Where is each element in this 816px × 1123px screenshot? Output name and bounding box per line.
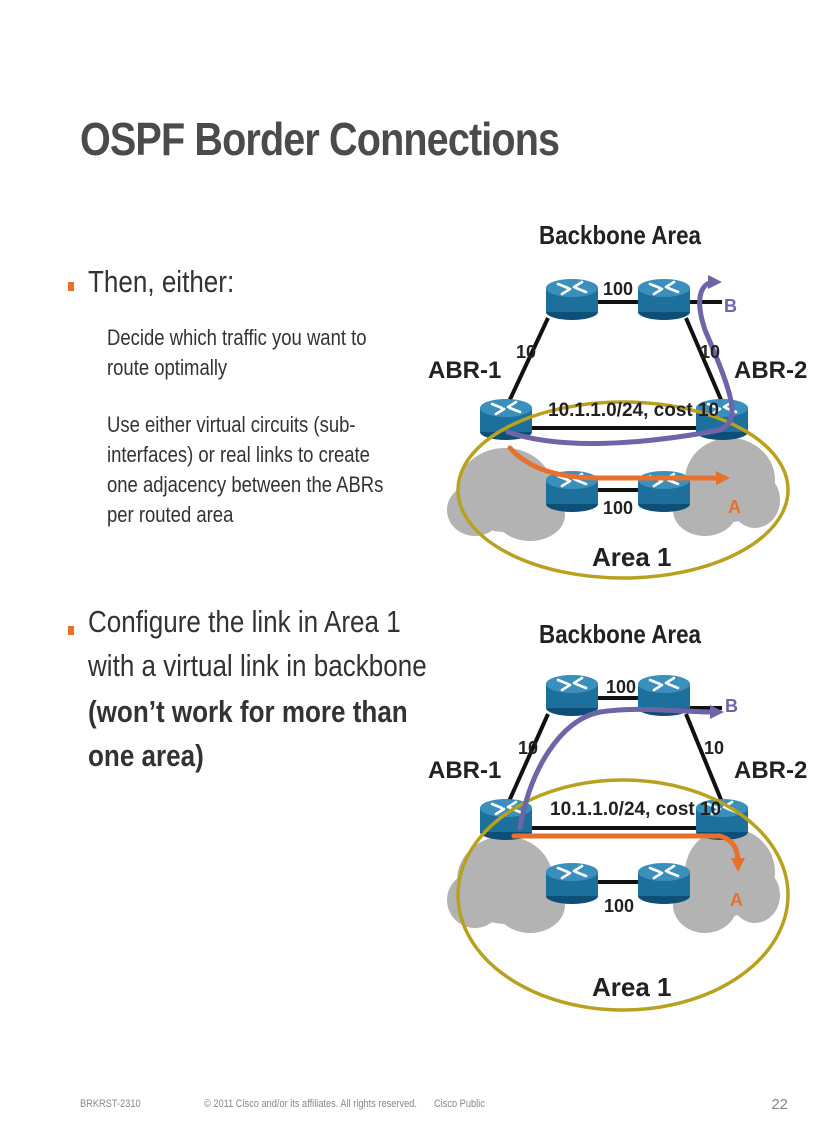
router-top-left	[544, 277, 600, 322]
path-to-b	[505, 279, 735, 446]
link-label: 10.1.1.0/24, cost 10	[548, 400, 719, 421]
page-number: 22	[771, 1096, 788, 1113]
dest-a-label: A	[728, 497, 741, 517]
diagram-top: Backbone Area	[428, 221, 807, 580]
path-to-a-arrowhead	[731, 858, 745, 872]
abr2-label: ABR-2	[734, 357, 807, 384]
link-label: 10.1.1.0/24, cost 10	[550, 799, 721, 820]
area-1-outline	[456, 778, 790, 1012]
router-area-left	[544, 861, 600, 906]
path-to-a	[507, 445, 721, 481]
bullet-2-bold-line-2: one area)	[88, 738, 204, 773]
footer-copyright: © 2011 Cisco and/or its affiliates. All …	[204, 1098, 417, 1110]
bullet-1-text: Then, either:	[88, 264, 235, 299]
path-to-a-arrowhead	[716, 471, 730, 485]
cloud-right	[673, 828, 780, 933]
sub-item-1-line-1: Decide which traffic you want to	[107, 325, 367, 350]
path-to-b-arrowhead	[710, 705, 724, 719]
cost-left-label: 10	[516, 342, 536, 362]
backbone-area-label: Backbone Area	[539, 221, 701, 250]
cost-right-label: 10	[700, 342, 720, 362]
dest-b-label: B	[724, 296, 737, 316]
dest-b-label: B	[725, 696, 738, 716]
slide-title: OSPF Border Connections	[80, 113, 560, 165]
sub-item-2-line-4: per routed area	[107, 502, 234, 527]
area-1-label: Area 1	[592, 972, 672, 1002]
bullet-marker	[68, 626, 74, 635]
bullet-2-line-2: with a virtual link in backbone	[88, 648, 427, 683]
bullet-2-bold-line-1: (won’t work for more than	[88, 694, 408, 729]
sub-item-2-line-1: Use either virtual circuits (sub-	[107, 412, 356, 437]
sub-item-2-line-2: interfaces) or real links to create	[107, 442, 370, 467]
router-area-right	[636, 861, 692, 906]
router-top-right	[636, 277, 692, 322]
footer-session: BRKRST-2310	[80, 1098, 141, 1110]
sub-item-2-line-3: one adjacency between the ABRs	[107, 472, 384, 497]
bullet-2-line-1: Configure the link in Area 1	[88, 604, 401, 639]
cost-bottom-label: 100	[604, 896, 634, 916]
abr2-label: ABR-2	[734, 757, 807, 784]
path-to-b-arrowhead	[708, 275, 722, 289]
diagram-bottom: Backbone Area ABR-1	[428, 620, 807, 1012]
cost-top-label: 100	[606, 677, 636, 697]
abr1-label: ABR-1	[428, 757, 501, 784]
router-top-left	[544, 673, 600, 718]
cost-left-label: 10	[518, 738, 538, 758]
path-to-b	[517, 706, 715, 831]
footer-classification: Cisco Public	[434, 1098, 485, 1110]
cost-right-label: 10	[704, 738, 724, 758]
cost-bottom-label: 100	[603, 498, 633, 518]
area-1-outline	[456, 400, 790, 580]
area-1-label: Area 1	[592, 542, 672, 572]
dest-a-label: A	[730, 890, 743, 910]
abr1-label: ABR-1	[428, 357, 501, 384]
cost-top-label: 100	[603, 279, 633, 299]
sub-item-1-line-2: route optimally	[107, 355, 228, 380]
bullet-marker	[68, 282, 74, 291]
links-bottom	[504, 696, 724, 884]
backbone-area-label: Backbone Area	[539, 620, 701, 649]
